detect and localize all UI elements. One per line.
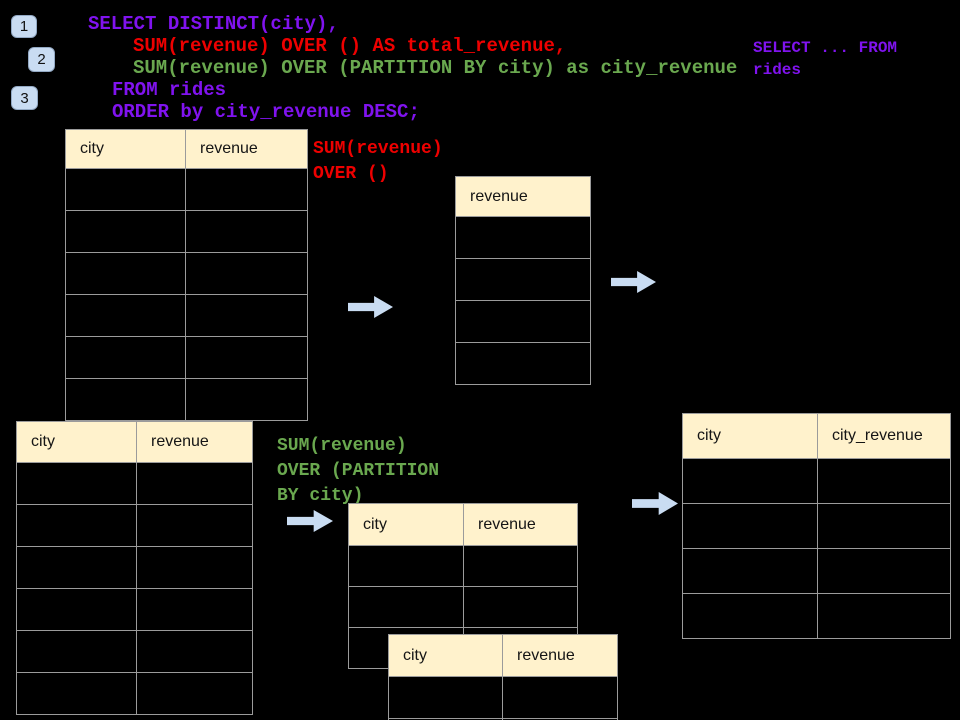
table-row (17, 673, 253, 715)
table-row (66, 295, 308, 337)
table-header-row: city revenue (17, 422, 253, 463)
column-header-revenue: revenue (456, 177, 591, 217)
table-row (456, 301, 591, 343)
annotation-total-line-2: OVER () (313, 164, 389, 184)
table-row (17, 505, 253, 547)
column-header-revenue: revenue (137, 422, 253, 463)
table-row (17, 631, 253, 673)
table-row (456, 259, 591, 301)
table-row (683, 549, 951, 594)
column-header-revenue: revenue (464, 504, 578, 546)
annotation-partition-line-3: BY city) (277, 486, 364, 506)
table-row (349, 546, 578, 587)
table-row (349, 587, 578, 628)
annotation-partition-line-1: SUM(revenue) (277, 436, 407, 456)
table-row (389, 677, 618, 719)
column-header-city: city (66, 130, 186, 169)
table-row (66, 253, 308, 295)
column-header-city: city (683, 414, 818, 459)
table-row (17, 547, 253, 589)
right-arrow-icon (287, 510, 333, 532)
table-header-row: revenue (456, 177, 591, 217)
column-header-revenue: revenue (503, 635, 618, 677)
table-source-top: city revenue (65, 129, 308, 421)
step-badge-2: 2 (28, 47, 55, 72)
table-row (683, 504, 951, 549)
table-total-revenue: revenue (455, 176, 591, 385)
table-source-bottom: city revenue (16, 421, 253, 715)
step-badge-1: 1 (11, 15, 37, 38)
sql-line-order-by: ORDER by city_revenue DESC; (112, 101, 420, 123)
table-row (66, 337, 308, 379)
table-row (66, 211, 308, 253)
table-row (456, 217, 591, 259)
step-badge-3: 3 (11, 86, 38, 110)
annotation-partition-line-2: OVER (PARTITION (277, 461, 440, 481)
table-header-row: city city_revenue (683, 414, 951, 459)
sql-line-select: SELECT DISTINCT(city), (88, 13, 339, 35)
side-note-line-2: rides (753, 61, 802, 79)
table-row (17, 463, 253, 505)
table-row (683, 594, 951, 639)
annotation-total-line-1: SUM(revenue) (313, 139, 443, 159)
table-header-row: city revenue (349, 504, 578, 546)
sql-line-from: FROM rides (112, 79, 227, 101)
table-row (17, 589, 253, 631)
column-header-revenue: revenue (186, 130, 308, 169)
column-header-city: city (389, 635, 503, 677)
sql-line-total-revenue: SUM(revenue) OVER () AS total_revenue, (133, 35, 567, 57)
column-header-city: city (17, 422, 137, 463)
sql-line-city-revenue: SUM(revenue) OVER (PARTITION BY city) as… (133, 57, 738, 79)
right-arrow-icon (632, 492, 678, 515)
table-row (66, 169, 308, 211)
table-header-row: city revenue (389, 635, 618, 677)
table-row (456, 343, 591, 385)
side-note-line-1: SELECT ... FROM (753, 39, 898, 57)
column-header-city: city (349, 504, 464, 546)
right-arrow-icon (348, 296, 393, 318)
table-result: city city_revenue (682, 413, 951, 639)
right-arrow-icon (611, 271, 656, 293)
table-row (683, 459, 951, 504)
column-header-city-revenue: city_revenue (818, 414, 951, 459)
table-row (66, 379, 308, 421)
table-partition-b: city revenue (388, 634, 618, 720)
table-header-row: city revenue (66, 130, 308, 169)
